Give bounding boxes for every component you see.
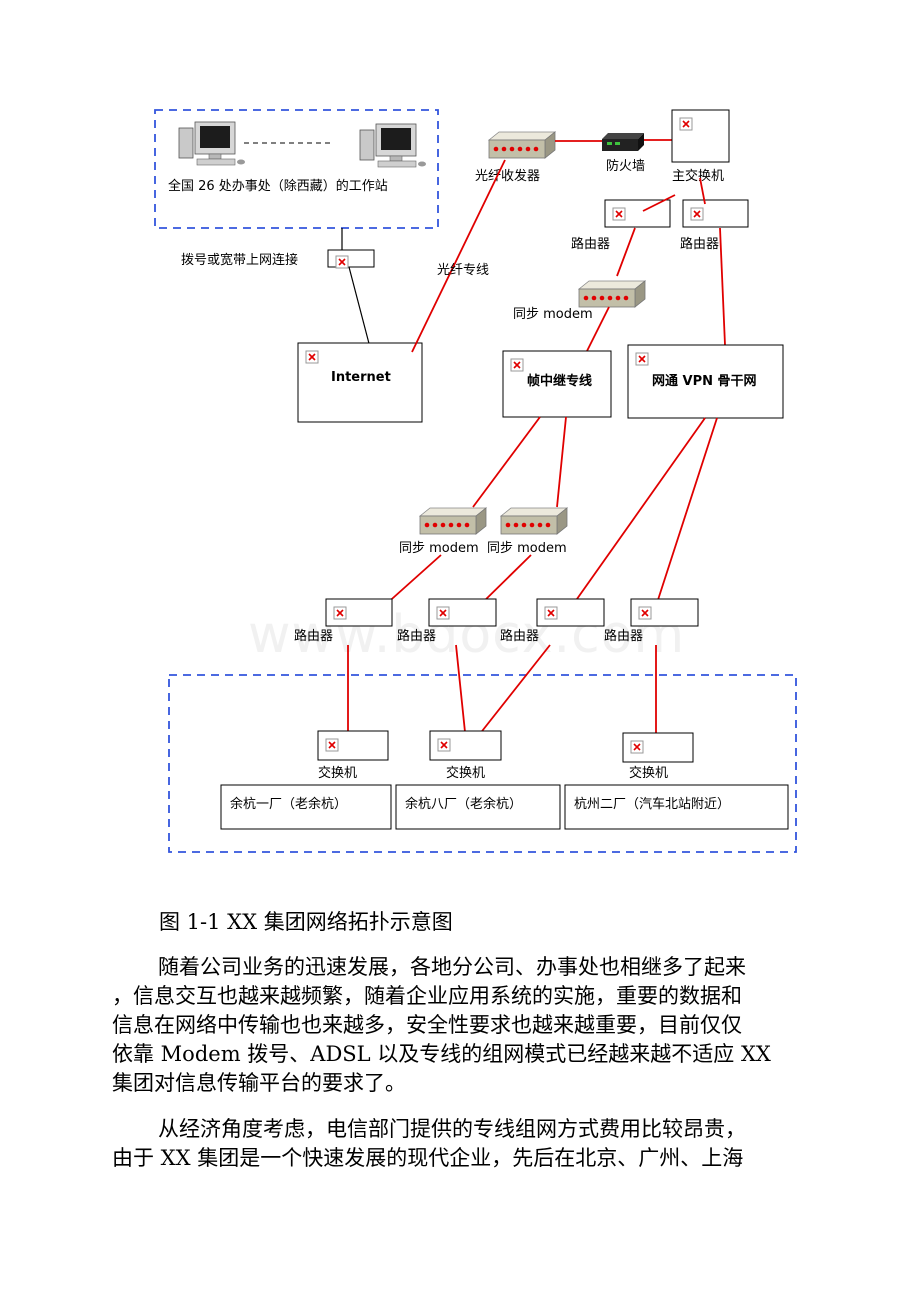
paragraph-line: 从经济角度考虑，电信部门提供的专线组网方式费用比较昂贵， bbox=[158, 1117, 746, 1141]
paragraph-line: 依靠 Modem 拨号、ADSL 以及专线的组网模式已经越来越不适应 XX bbox=[112, 1042, 771, 1066]
router-switch-link bbox=[474, 644, 551, 741]
dialup-internet-link bbox=[348, 266, 373, 356]
firewall-icon bbox=[602, 133, 644, 151]
branch-router-label: 路由器 bbox=[500, 628, 539, 644]
broken-image-icon bbox=[335, 255, 349, 269]
site-box bbox=[220, 784, 392, 830]
fiber-line bbox=[411, 159, 506, 353]
broken-image-icon bbox=[635, 352, 649, 366]
broken-image-icon bbox=[630, 740, 644, 754]
vpn-router3-link bbox=[571, 417, 706, 607]
frame-relay-label: 帧中继专线 bbox=[527, 373, 592, 389]
paragraph-line: 随着公司业务的迅速发展，各地分公司、办事处也相继多了起来 bbox=[158, 955, 746, 979]
internet-label: Internet bbox=[331, 370, 391, 385]
firewall-label: 防火墙 bbox=[606, 158, 645, 174]
workstation-computer-icon bbox=[178, 121, 246, 166]
internet-box bbox=[297, 342, 423, 423]
site-label: 余杭八厂（老余杭） bbox=[405, 796, 522, 812]
fiber-line-label: 光纤专线 bbox=[437, 263, 489, 278]
modem1-router-link bbox=[383, 554, 442, 607]
broken-image-icon bbox=[437, 738, 451, 752]
broken-image-icon bbox=[690, 207, 704, 221]
site-label: 杭州二厂（汽车北站附近） bbox=[574, 796, 730, 812]
paragraph-line: 由于 XX 集团是一个快速发展的现代企业，先后在北京、广州、上海 bbox=[112, 1146, 744, 1170]
router2-vpn-link bbox=[719, 227, 726, 346]
sync-modem-label: 同步 modem bbox=[399, 541, 479, 556]
modem2-router-link bbox=[478, 554, 532, 607]
broken-image-icon bbox=[305, 350, 319, 364]
broken-image-icon bbox=[612, 207, 626, 221]
framerelay-modem1-link bbox=[472, 416, 541, 508]
dialup-device bbox=[327, 249, 375, 268]
workstations-region bbox=[154, 109, 439, 229]
sync-modem-label: 同步 modem bbox=[513, 307, 593, 322]
framerelay-modem2-link bbox=[556, 416, 567, 508]
fiber-transceiver-label: 光纤收发器 bbox=[475, 168, 540, 184]
router2-switch-link bbox=[699, 177, 706, 205]
site-box bbox=[564, 784, 789, 830]
paragraph-line: 信息在网络中传输也也来越多，安全性要求也越来越重要，目前仅仅 bbox=[112, 1013, 742, 1037]
hq-router-2-label: 路由器 bbox=[680, 236, 719, 252]
figure-caption: 图 1-1 XX 集团网络拓扑示意图 bbox=[159, 910, 453, 934]
fiber-transceiver-icon bbox=[488, 131, 556, 159]
vpn-label: 网通 VPN 骨干网 bbox=[652, 373, 757, 389]
main-switch-label: 主交换机 bbox=[672, 168, 724, 184]
broken-image-icon bbox=[679, 117, 693, 131]
broken-image-icon bbox=[436, 606, 450, 620]
broken-image-icon bbox=[510, 358, 524, 372]
network-topology-diagram: 全国 26 处办事处（除西藏）的工作站 拨号或宽带上网连接 Internet 光… bbox=[154, 109, 797, 853]
factories-region bbox=[168, 674, 797, 853]
broken-image-icon bbox=[333, 606, 347, 620]
workstations-caption: 全国 26 处办事处（除西藏）的工作站 bbox=[168, 178, 388, 194]
broken-image-icon bbox=[638, 606, 652, 620]
body-paragraph: 随着公司业务的迅速发展，各地分公司、办事处也相继多了起来 ，信息交互也越来越频繁… bbox=[112, 953, 812, 1098]
sync-modem-icon bbox=[419, 507, 487, 535]
router1-switch-link bbox=[642, 194, 676, 212]
broken-image-icon bbox=[325, 738, 339, 752]
paragraph-line: ，信息交互也越来越频繁，随着企业应用系统的实施，重要的数据和 bbox=[112, 984, 742, 1008]
branch-router-label: 路由器 bbox=[294, 628, 333, 644]
branch-switch-label: 交换机 bbox=[318, 765, 357, 781]
router-switch-link bbox=[455, 644, 466, 733]
site-label: 余杭一厂（老余杭） bbox=[230, 796, 347, 812]
branch-router-label: 路由器 bbox=[397, 628, 436, 644]
dialup-label: 拨号或宽带上网连接 bbox=[181, 252, 298, 268]
vpn-box bbox=[627, 344, 784, 419]
workstation-computer-icon bbox=[359, 123, 427, 168]
sync-modem-label: 同步 modem bbox=[487, 541, 567, 556]
sync-modem-icon bbox=[578, 280, 646, 308]
sync-modem-icon bbox=[500, 507, 568, 535]
branch-switch-label: 交换机 bbox=[629, 765, 668, 781]
broken-image-icon bbox=[544, 606, 558, 620]
paragraph-line: 集团对信息传输平台的要求了。 bbox=[112, 1071, 406, 1095]
router1-modem-link bbox=[616, 227, 636, 277]
hq-router-1-label: 路由器 bbox=[571, 236, 610, 252]
body-paragraph: 从经济角度考虑，电信部门提供的专线组网方式费用比较昂贵， 由于 XX 集团是一个… bbox=[112, 1115, 812, 1173]
site-box bbox=[395, 784, 561, 830]
branch-switch-label: 交换机 bbox=[446, 765, 485, 781]
vpn-router4-link bbox=[655, 417, 718, 607]
branch-router-label: 路由器 bbox=[604, 628, 643, 644]
modem-framerelay-link bbox=[586, 306, 610, 352]
